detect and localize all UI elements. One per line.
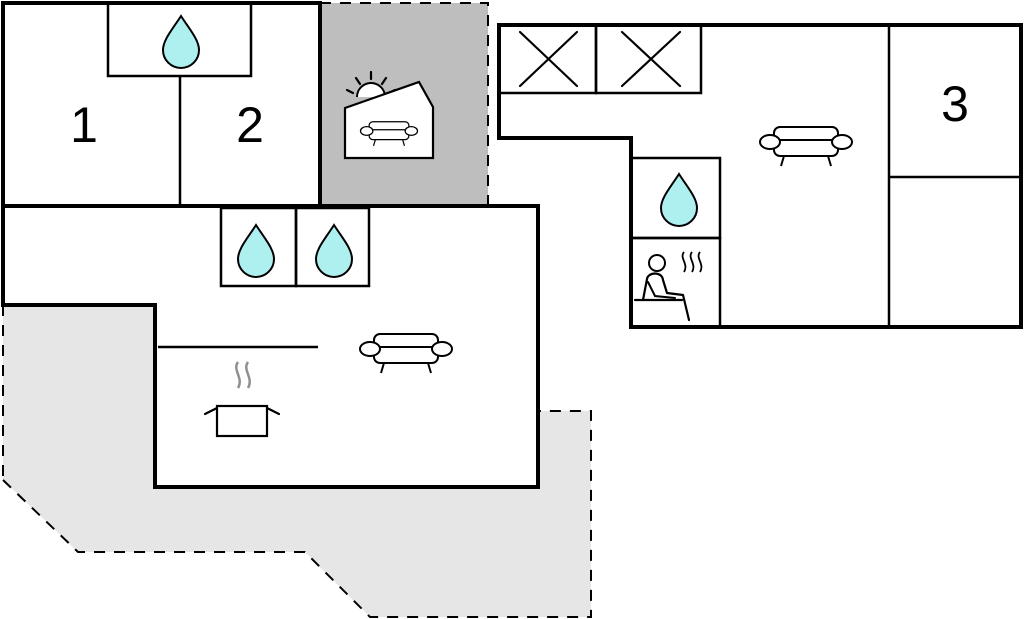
room-number-2: 2	[236, 97, 264, 153]
sauna-icon	[633, 251, 703, 322]
terrace-area	[3, 305, 591, 617]
sauna-room	[629, 236, 722, 329]
sun-lounge-icon	[343, 70, 435, 160]
water-drop-icon	[162, 15, 200, 69]
water-drop-icon	[315, 224, 353, 278]
bathroom-right	[294, 206, 371, 288]
terrace-outline	[2, 410, 592, 618]
storage-right	[594, 23, 703, 95]
left-building-walls	[1, 1, 540, 489]
cooking-pot-icon	[203, 361, 281, 438]
room-number-3: 3	[941, 76, 969, 132]
sofa-icon	[359, 333, 453, 374]
water-drop-icon	[660, 173, 698, 227]
water-drop-icon	[237, 224, 275, 278]
sofa-icon	[759, 126, 853, 167]
bathroom-top	[106, 1, 253, 78]
covered-terrace-outline	[320, 2, 489, 206]
room-number-1: 1	[70, 97, 98, 153]
